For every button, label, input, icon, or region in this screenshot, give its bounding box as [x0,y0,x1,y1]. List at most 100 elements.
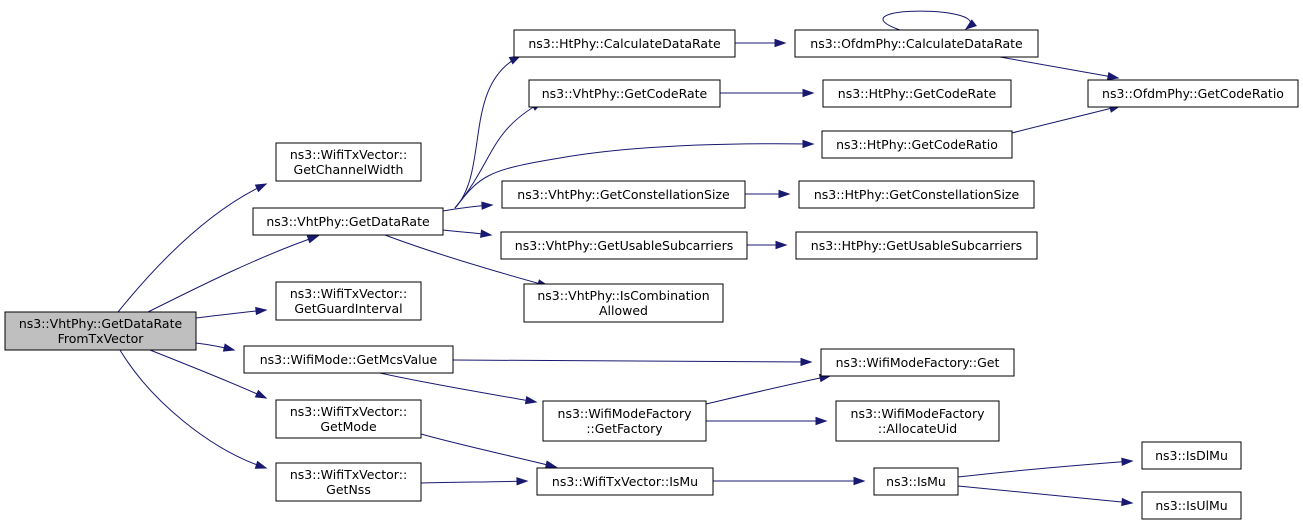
node-label: ns3::IsMu [886,474,946,489]
arrowhead-icon [544,460,558,469]
node-label: ns3::WifiModeFactory [851,406,986,421]
node-label: ns3::VhtPhy::GetUsableSubcarriers [515,238,733,253]
edge-is-mu-tx-to-is-mu [713,476,866,486]
edge-ht-get-code-ratio-to-ofdm-get-code-ratio [1011,104,1122,134]
node-label: ns3::HtPhy::GetUsableSubcarriers [811,238,1022,253]
node-ofdm-calculate-data-rate[interactable]: ns3::OfdmPhy::CalculateDataRate [794,29,1039,58]
node-box [275,462,422,502]
arrowhead-icon [800,357,813,367]
arrowhead-icon [815,416,828,426]
node-label: ns3::HtPhy::GetConstellationSize [814,187,1020,202]
node-vht-get-code-rate[interactable]: ns3::VhtPhy::GetCodeRate [528,79,721,108]
node-box [820,348,1015,377]
node-is-ul-mu[interactable]: ns3::IsUlMu [1141,491,1242,520]
node-label: ns3::WifiModeFactory::Get [836,355,1000,370]
node-is-mu-tx[interactable]: ns3::WifiTxVector::IsMu [536,467,714,496]
node-label: GetMode [320,419,377,434]
node-label: ns3::IsUlMu [1155,498,1227,513]
arrowhead-icon [853,476,866,486]
node-box [275,399,422,439]
node-ht-get-code-ratio[interactable]: ns3::HtPhy::GetCodeRatio [821,130,1013,159]
node-vht-get-data-rate[interactable]: ns3::VhtPhy::GetDataRate [252,207,444,236]
node-vht-get-usable-subcarriers[interactable]: ns3::VhtPhy::GetUsableSubcarriers [500,231,748,260]
node-ht-calculate-data-rate[interactable]: ns3::HtPhy::CalculateDataRate [513,29,736,58]
edge-root-to-vht-get-data-rate [147,235,320,313]
node-get-channel-width[interactable]: ns3::WifiTxVector::GetChannelWidth [275,142,422,182]
node-wmf-get[interactable]: ns3::WifiModeFactory::Get [820,348,1015,377]
node-box [252,207,444,236]
node-ofdm-get-code-ratio[interactable]: ns3::OfdmPhy::GetCodeRatio [1087,79,1299,108]
node-box [500,231,748,260]
edge-root-to-get-guard-interval [195,306,268,319]
node-label: Allowed [599,303,648,318]
node-label: ns3::OfdmPhy::GetCodeRatio [1102,86,1284,101]
node-label: ns3::VhtPhy::GetConstellationSize [517,187,730,202]
arrowhead-icon [1121,497,1134,507]
edge-line [195,309,267,319]
arrowhead-icon [481,201,494,210]
node-ht-get-code-rate[interactable]: ns3::HtPhy::GetCodeRate [822,79,1012,108]
edge-line [454,101,543,209]
arrowhead-icon [774,38,787,48]
edge-line [384,234,549,287]
edge-root-to-get-nss [119,349,268,469]
edge-line [379,372,537,403]
node-is-dl-mu[interactable]: ns3::IsDlMu [1141,441,1242,470]
node-box [542,400,707,442]
node-label: ns3::HtPhy::GetCodeRate [838,86,997,101]
edge-line [420,480,528,484]
edge-line [957,460,1133,478]
node-ht-get-usable-subcarriers[interactable]: ns3::HtPhy::GetUsableSubcarriers [795,231,1038,260]
node-label: GetNss [326,482,371,497]
arrowhead-icon [254,389,268,399]
edge-root-to-get-channel-width [117,183,268,313]
edge-ofdm-calculate-data-rate-to-ofdm-calculate-data-rate [882,10,977,31]
node-box [821,130,1013,159]
node-box [1141,441,1242,470]
node-label: ns3::VhtPhy::GetDataRate [266,214,430,229]
node-get-mode[interactable]: ns3::WifiTxVector::GetMode [275,399,422,439]
edge-line [999,56,1119,79]
arrowhead-icon [775,240,788,250]
node-label: ns3::IsDlMu [1155,448,1228,463]
edge-vht-get-code-rate-to-ht-get-code-rate [720,88,815,98]
node-get-mcs-value[interactable]: ns3::WifiMode::GetMcsValue [243,345,454,374]
edge-line [705,375,831,405]
arrowhead-icon [1121,457,1134,467]
node-vht-get-constellation-size[interactable]: ns3::VhtPhy::GetConstellationSize [501,180,746,209]
edge-vht-get-data-rate-to-vht-get-constellation-size [442,201,494,212]
edge-line [454,55,521,209]
arrowhead-icon [306,235,320,244]
edge-line [957,485,1133,504]
node-wmf-get-factory[interactable]: ns3::WifiModeFactory::GetFactory [542,400,707,442]
node-box [536,467,714,496]
node-label: FromTxVector [58,331,145,346]
edge-root-to-get-mode [149,349,268,399]
node-get-guard-interval[interactable]: ns3::WifiTxVector::GetGuardInterval [275,281,422,321]
edge-line [147,235,319,313]
node-get-nss[interactable]: ns3::WifiTxVector::GetNss [275,462,422,502]
node-label: ns3::HtPhy::GetCodeRatio [836,137,998,152]
arrowhead-icon [1106,72,1120,81]
node-box [4,311,197,351]
node-label: ns3::WifiTxVector:: [290,147,407,162]
edge-get-mode-to-is-mu-tx [420,433,558,469]
node-ht-get-constellation-size[interactable]: ns3::HtPhy::GetConstellationSize [798,180,1035,209]
node-label: ns3::WifiTxVector:: [290,404,407,419]
node-box [523,283,724,323]
edge-line [454,143,814,209]
edge-line [119,349,267,469]
edge-line [117,183,267,313]
edge-wmf-get-factory-to-wmf-allocate-uid [705,416,828,426]
node-label: ns3::WifiTxVector:: [290,286,407,301]
function-nodes: ns3::VhtPhy::GetDataRateFromTxVectorns3:… [4,29,1299,520]
arrowhead-icon [222,343,236,352]
node-wmf-allocate-uid[interactable]: ns3::WifiModeFactory::AllocateUid [835,400,1000,442]
node-is-mu[interactable]: ns3::IsMu [873,467,959,496]
node-label: GetGuardInterval [294,301,402,316]
edge-vht-get-usable-subcarriers-to-ht-get-usable-subcarriers [747,240,788,250]
arrowhead-icon [802,88,815,98]
node-label: ns3::WifiTxVector::IsMu [552,474,698,489]
